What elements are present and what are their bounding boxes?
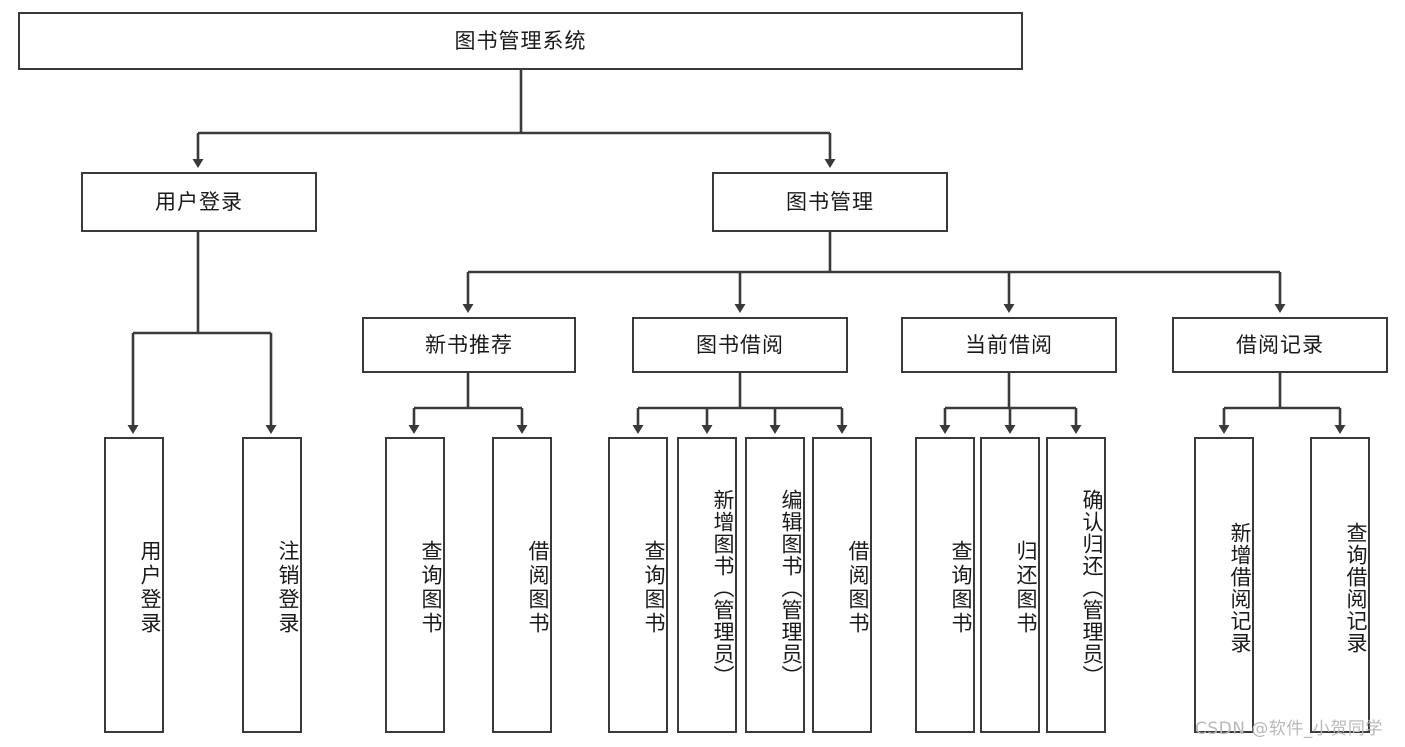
leaf-confirm-return-admin[interactable]: 确认归还（管理员） [1046, 437, 1106, 733]
node-user-login[interactable]: 用户登录 [81, 172, 317, 232]
leaf-edit-book-admin[interactable]: 编辑图书（管理员） [745, 437, 805, 733]
leaf-query-book-borrow[interactable]: 查询图书 [608, 437, 668, 733]
leaf-return-book[interactable]: 归还图书 [980, 437, 1040, 733]
node-book-borrow[interactable]: 图书借阅 [632, 317, 848, 373]
leaf-logout-login[interactable]: 注销登录 [242, 437, 302, 733]
leaf-query-book-current[interactable]: 查询图书 [915, 437, 975, 733]
leaf-borrow-book-borrow[interactable]: 借阅图书 [812, 437, 872, 733]
node-new-book-recommend[interactable]: 新书推荐 [362, 317, 576, 373]
leaf-add-book-admin[interactable]: 新增图书（管理员） [677, 437, 737, 733]
leaf-add-borrow-record[interactable]: 新增借阅记录 [1194, 437, 1254, 733]
leaf-query-book-recommend[interactable]: 查询图书 [385, 437, 445, 733]
leaf-query-borrow-record[interactable]: 查询借阅记录 [1310, 437, 1370, 733]
leaf-borrow-book-recommend[interactable]: 借阅图书 [492, 437, 552, 733]
node-current-borrow[interactable]: 当前借阅 [901, 317, 1117, 373]
csdn-watermark: CSDN @软件_小贺同学 [1195, 719, 1383, 739]
node-book-manage[interactable]: 图书管理 [712, 172, 948, 232]
node-borrow-record[interactable]: 借阅记录 [1172, 317, 1388, 373]
node-root-system[interactable]: 图书管理系统 [18, 12, 1023, 70]
leaf-user-login[interactable]: 用户登录 [104, 437, 164, 733]
